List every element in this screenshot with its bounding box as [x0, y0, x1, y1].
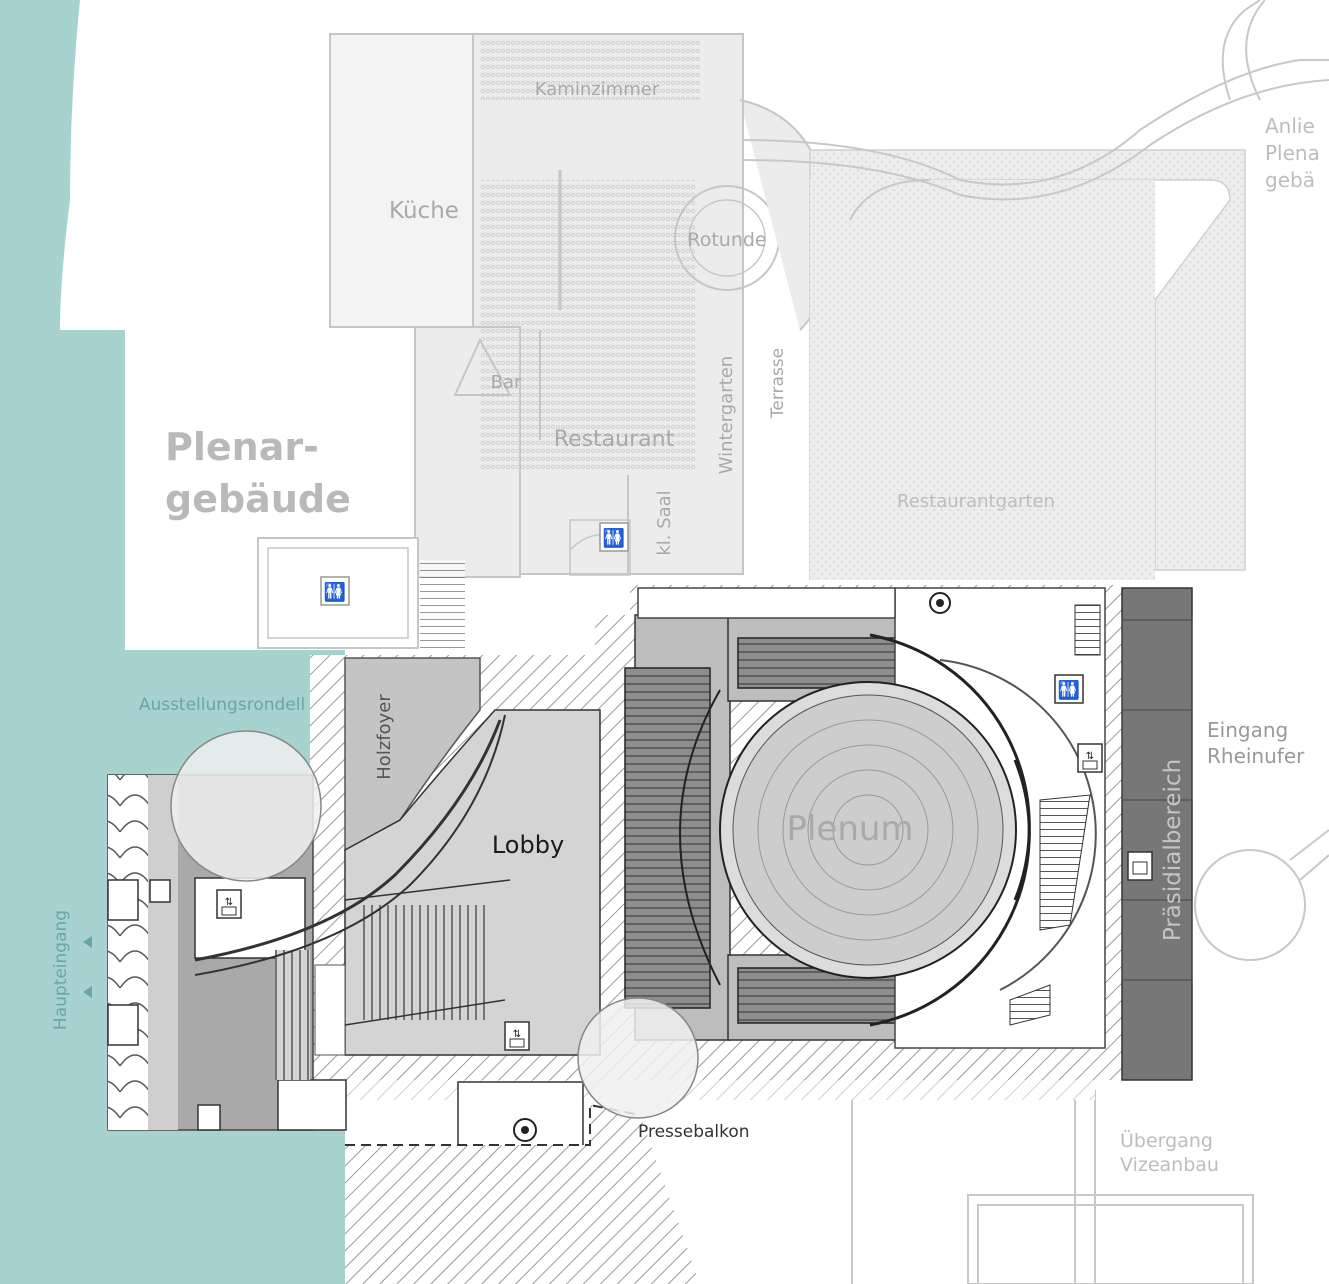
label-plenargebaeude-1: Plenar-	[165, 425, 319, 469]
elevator-icon: ⇅	[1077, 743, 1103, 773]
label-rotunde: Rotunde	[687, 229, 766, 251]
label-haupteingang: Haupteingang	[51, 910, 71, 1030]
label-restaurantgarten: Restaurantgarten	[897, 491, 1055, 512]
pressebalkon-circle	[577, 997, 699, 1119]
svg-text:⇅: ⇅	[1086, 751, 1094, 762]
label-bar: Bar	[491, 372, 522, 393]
vizeanbau-faded	[851, 829, 1329, 1284]
ausstellungsrondell-circle	[170, 730, 322, 882]
elevator-icon: ⇅	[504, 1021, 530, 1051]
restroom-icon: 🚻	[1054, 674, 1084, 704]
label-plenum: Plenum	[786, 809, 913, 849]
label-anlie-3: gebä	[1265, 168, 1315, 192]
restroom-icon: 🚻	[320, 576, 350, 606]
svg-text:🚻: 🚻	[1058, 679, 1080, 701]
label-kaminzimmer: Kaminzimmer	[535, 79, 660, 100]
elevator-icon: ⇅	[216, 889, 242, 919]
restroom-icon: 🚻	[599, 522, 629, 552]
label-eingang-2: Rheinufer	[1207, 744, 1305, 768]
svg-text:🚻: 🚻	[603, 527, 625, 549]
spiral-stairs-icon	[513, 1118, 537, 1142]
label-kueche: Küche	[389, 198, 459, 224]
svg-text:⇅: ⇅	[225, 897, 233, 908]
label-uebergang-1: Übergang	[1120, 1129, 1213, 1152]
main-building	[107, 585, 1193, 1284]
info-icon	[1127, 851, 1153, 881]
label-anlie-1: Anlie	[1265, 114, 1315, 138]
svg-text:⇅: ⇅	[513, 1029, 521, 1040]
label-pressebalkon: Pressebalkon	[638, 1122, 750, 1142]
plenargebaeude-faded-area	[257, 33, 832, 650]
label-eingang-1: Eingang	[1207, 718, 1288, 742]
label-lobby: Lobby	[492, 831, 564, 859]
label-uebergang-2: Vizeanbau	[1120, 1154, 1219, 1176]
label-terrasse: Terrasse	[768, 348, 788, 419]
entrance-arrow-icon	[83, 936, 92, 998]
label-holzfoyer: Holzfoyer	[374, 694, 395, 780]
label-wintergarten: Wintergarten	[716, 356, 737, 474]
label-kl-saal: kl. Saal	[654, 490, 675, 555]
label-anlie-2: Plena	[1265, 141, 1320, 165]
label-restaurant: Restaurant	[554, 427, 675, 452]
svg-text:🚻: 🚻	[324, 581, 346, 603]
spiral-stairs-icon	[929, 592, 951, 614]
label-praesidialbereich: Präsidialbereich	[1160, 759, 1186, 941]
label-plenargebaeude-2: gebäude	[165, 477, 351, 521]
garden-paths	[742, 0, 1329, 221]
label-ausstellungsrondell: Ausstellungsrondell	[139, 695, 305, 715]
